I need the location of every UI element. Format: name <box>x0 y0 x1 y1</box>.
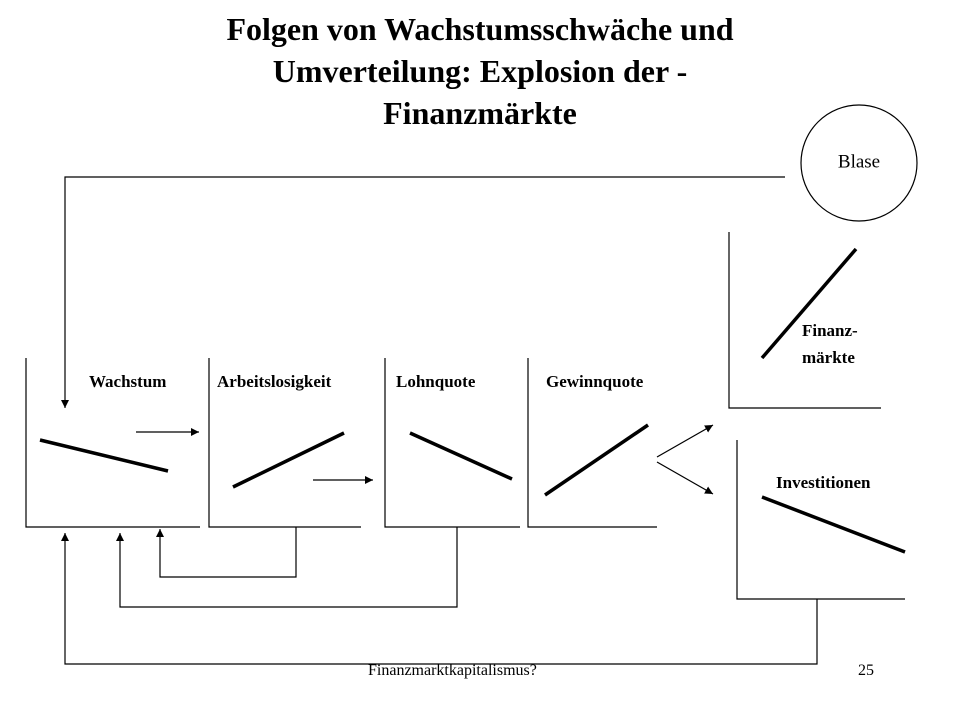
investitionen-label: Investitionen <box>776 473 871 492</box>
arrow-gewinnquote-to-investitionen <box>656 461 714 495</box>
title-line-3: Finanzmärkte <box>383 95 577 131</box>
gewinnquote-trend-line <box>544 423 649 497</box>
arbeitslosigkeit-label: Arbeitslosigkeit <box>217 372 332 391</box>
wachstum-axes <box>25 358 200 528</box>
arrow-gewinnquote-to-finanzmaerkte <box>656 424 714 458</box>
lohnquote-trend-line <box>409 431 513 481</box>
lohnquote-label: Lohnquote <box>396 372 476 391</box>
arbeitslosigkeit-trend-line <box>232 431 345 489</box>
page-number: 25 <box>858 662 874 679</box>
feedback-investitionen-to-wachstum <box>61 533 818 665</box>
arbeitslosigkeit-axes <box>208 358 361 528</box>
title-line-2: Umverteilung: Explosion der - <box>272 53 688 89</box>
finanzmaerkte-trend-line <box>760 247 858 360</box>
slide-footer: Finanzmarktkapitalismus? 25 <box>0 662 960 688</box>
finanzmaerkte-axes <box>728 232 881 409</box>
gewinnquote-label: Gewinnquote <box>546 372 644 391</box>
wachstum-label: Wachstum <box>89 372 166 391</box>
wachstum-trend-line <box>39 438 169 473</box>
investitionen-axes <box>736 440 905 600</box>
feedback-lohnquote-to-wachstum <box>116 527 458 608</box>
title-line-1: Folgen von Wachstumsschwäche und <box>226 11 734 47</box>
slide-title: Folgen von Wachstumsschwäche und Umverte… <box>130 8 830 134</box>
feedback-arbeitslosigkeit-to-wachstum <box>156 527 297 578</box>
bubble-label: Blase <box>838 151 880 172</box>
feedback-bubble-to-wachstum <box>61 176 785 408</box>
finanzmaerkte-label-line-2: märkte <box>802 348 855 367</box>
lohnquote-axes <box>384 358 520 528</box>
bubble-circle <box>800 104 918 222</box>
gewinnquote-axes <box>527 358 657 528</box>
footer-text: Finanzmarktkapitalismus? <box>368 662 537 679</box>
finanzmaerkte-label-line-1: Finanz- <box>802 321 858 340</box>
investitionen-trend-line <box>761 495 906 554</box>
